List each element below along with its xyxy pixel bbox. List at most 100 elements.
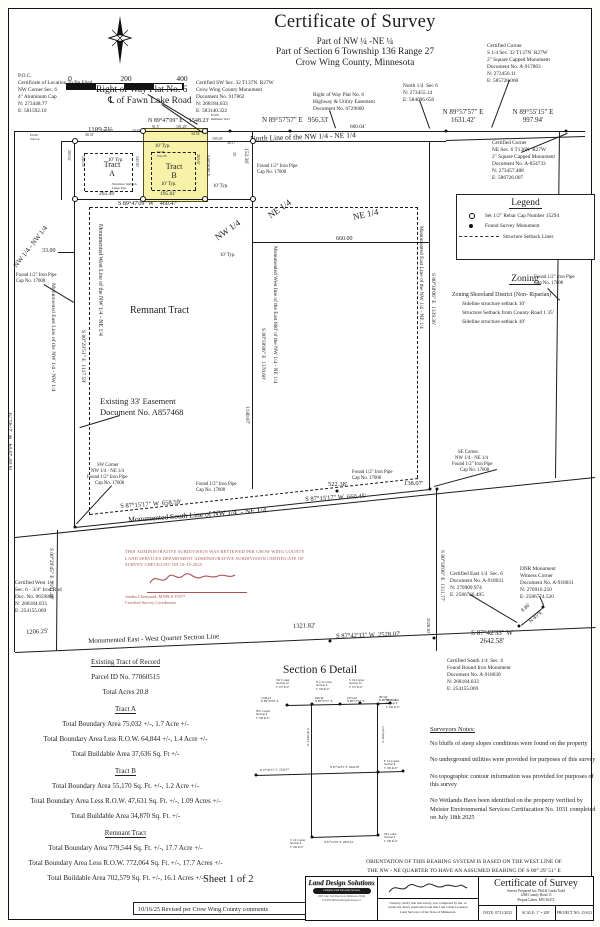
area-section-heading: Remnant Tract [104,829,147,838]
map-label: S 00°29'51" E 1117.59' [80,330,86,384]
map-label: North 1/4 Sec 6 [403,83,438,89]
plat-line [152,190,196,191]
surveyor-note: No Wetlands Have been identified on the … [430,797,596,822]
area-line: Total Buildable Area 34,870 Sq. Ft. +/- [70,812,181,820]
date-value: 07/11/2025 [494,911,513,915]
firm-address: 1903 Lake Trail Deerwood, Minnesota 5644… [317,895,366,898]
plat-line [252,131,253,489]
map-label: SW Corner Section 32 T 137 R 27 [276,678,290,689]
scale-bar-graphic [66,83,184,90]
map-label: S 87°42'33" W 2642.58' [471,629,513,646]
map-label: E: 586726.007 [492,175,524,181]
map-label: 91.5' [152,125,160,129]
map-label: Certified Corner [487,43,522,49]
map-label: DNR Monument [520,566,556,572]
map-label: Monumented East Line of the NW 1/4 - NE … [418,226,424,329]
map-label: E 1/4 Corner Section 6 T 136 R 27 [384,759,400,770]
map-label: Certificate of Location To Be Filed [18,80,93,86]
map-label: Certified West 1/4 [15,580,54,586]
map-label: SE Corner [458,450,479,455]
map-label: Found 1/2" Iron Pipe Cap No. 17008 [16,273,57,284]
plat-line [75,199,253,200]
map-label: 243.56' [135,156,139,168]
zoning-rule: Sideline structure setback 10' [462,319,526,325]
sheet-subtitle-2: Part of Section 6 Township 136 Range 27 [275,47,435,57]
stamp-line: THIS ADMINISTRATIVE SUBDIVISION WAS REVI… [125,549,305,554]
map-label: 522.38' [328,481,348,488]
scale-cell: SCALE: 1" = 200' [516,906,554,920]
map-label: E: 2586766.495 [450,592,484,598]
map-label: NE 1/4 [352,206,380,222]
area-section-heading: Tract A [115,705,136,714]
map-label: Certified SW Sec. 32 T137N R27W [196,80,274,86]
project-cell: PROJECT NO: 25-023 [554,906,593,920]
zoning-rule: Structure Setback from County Road 1 35' [462,310,554,316]
map-label: NW 1/4 - NE 1/4 [455,456,488,461]
firm-contact: 218-838-3804 landdesignsolutions.co [321,898,362,902]
map-label: E: 2586774.520 [520,594,554,600]
surveyor-notes: Surveyors Notes: No bluffs of steep slop… [430,726,600,831]
map-label: 101.29' [176,125,188,129]
set-monument-ring [202,128,208,134]
sheet-subtitle-1: Part of NW ¼ -NE ¼ [316,36,394,46]
map-label: Certified East 1/4 Sec. 6 [450,571,503,577]
area-summary: Existing Tract of Record Parcel ID No. 7… [18,658,233,889]
map-label: N 00°29'04" W [306,728,310,747]
plat-line [152,152,196,153]
area-line: Total Buildable Area 37,636 Sq. Ft +/- [71,750,180,758]
found-monument-dot [254,773,258,777]
area-line: Total Buildable Area 702,579 Sq. Ft. +/-… [47,874,204,882]
plat-line [89,207,90,515]
legend-item-label: Structure Setback Lines [503,233,554,240]
map-label: 10' Typ. [213,184,229,189]
map-label: 2" Square Capped Monument [487,57,550,63]
legend-title: Legend [509,198,542,209]
plat-line [329,110,336,129]
map-label: P.O.B. Tract B [157,150,167,158]
found-monument-dot [376,702,380,706]
certify-line: under my direct supervision and that I a… [388,905,468,910]
setback-dashed-line-icon [459,236,499,237]
project-label: PROJECT NO: [556,911,581,915]
area-line: Total Boundary Area 75,032 +/-, 1.7 Acre… [62,720,189,728]
map-label: 1548.23' N 89°47'09" E [261,696,279,704]
plat-line [151,152,152,190]
plat-line [312,835,379,838]
map-label: N: 273456.11 [487,71,516,77]
map-label: N: 268184.033 [15,601,47,607]
page-frame [8,8,592,920]
sheet-header: Certificate of Survey Part of NW ¼ -NE ¼… [190,12,520,68]
map-label: N: 268184.033 [196,101,228,107]
project-info-cell: Certificate of Survey Survey Prepared fo… [478,877,593,920]
bearing-orientation-note: ORIENTATION OF THIS BEARING SYSTEM IS BA… [340,858,588,876]
plat-line [436,489,437,651]
map-label: N: 268184.033 [447,679,479,685]
map-label: S 00°38'06" E [206,155,210,177]
stamp-line: LAND SERVICES DEPARTMENT ADMINISTRATIVE … [125,555,304,561]
map-label: S 1/4 Corner Section 6 T 136 R 27 [290,838,306,849]
map-label: P.O.C. [18,73,32,79]
found-monument-dot [388,701,392,705]
map-label: NW Corner Sec. 6 [18,87,58,93]
map-label: 266.79' [102,129,114,133]
map-label: Document No. A857468 [100,407,184,417]
scale-tick-400: 400 [176,74,188,83]
county-review-stamp: THIS ADMINISTRATIVE SUBDIVISION WAS REVI… [125,549,340,607]
map-label: S 87°15'17" W 658.59' [120,498,182,510]
legend-item-label: Set 1/2" Rebar Cap Number 15294 [485,212,560,219]
map-label: 660.04' [350,124,366,130]
map-label: Monumented South Line of NW 1/4 - NE 1/4 [127,505,267,524]
date-label: DATE: [483,911,494,915]
map-label: N 1/4 Corner Section 6 T 136 R 27 [316,680,332,691]
map-label: 195.01' [160,191,177,197]
map-label: E: 254155.069 [447,686,479,692]
map-label: 33.00 [42,248,56,254]
map-label: 10' Typ. [161,182,177,187]
map-label: N 89°57'57" E 1631.42' [442,108,484,125]
map-label: 1206.25' [26,627,49,636]
plat-line [90,207,418,208]
map-label: Monumented East Line of the NW 1/4 - NW … [50,283,56,392]
found-monument-dot [517,624,521,628]
map-label: N: 273448.77 [18,101,48,107]
